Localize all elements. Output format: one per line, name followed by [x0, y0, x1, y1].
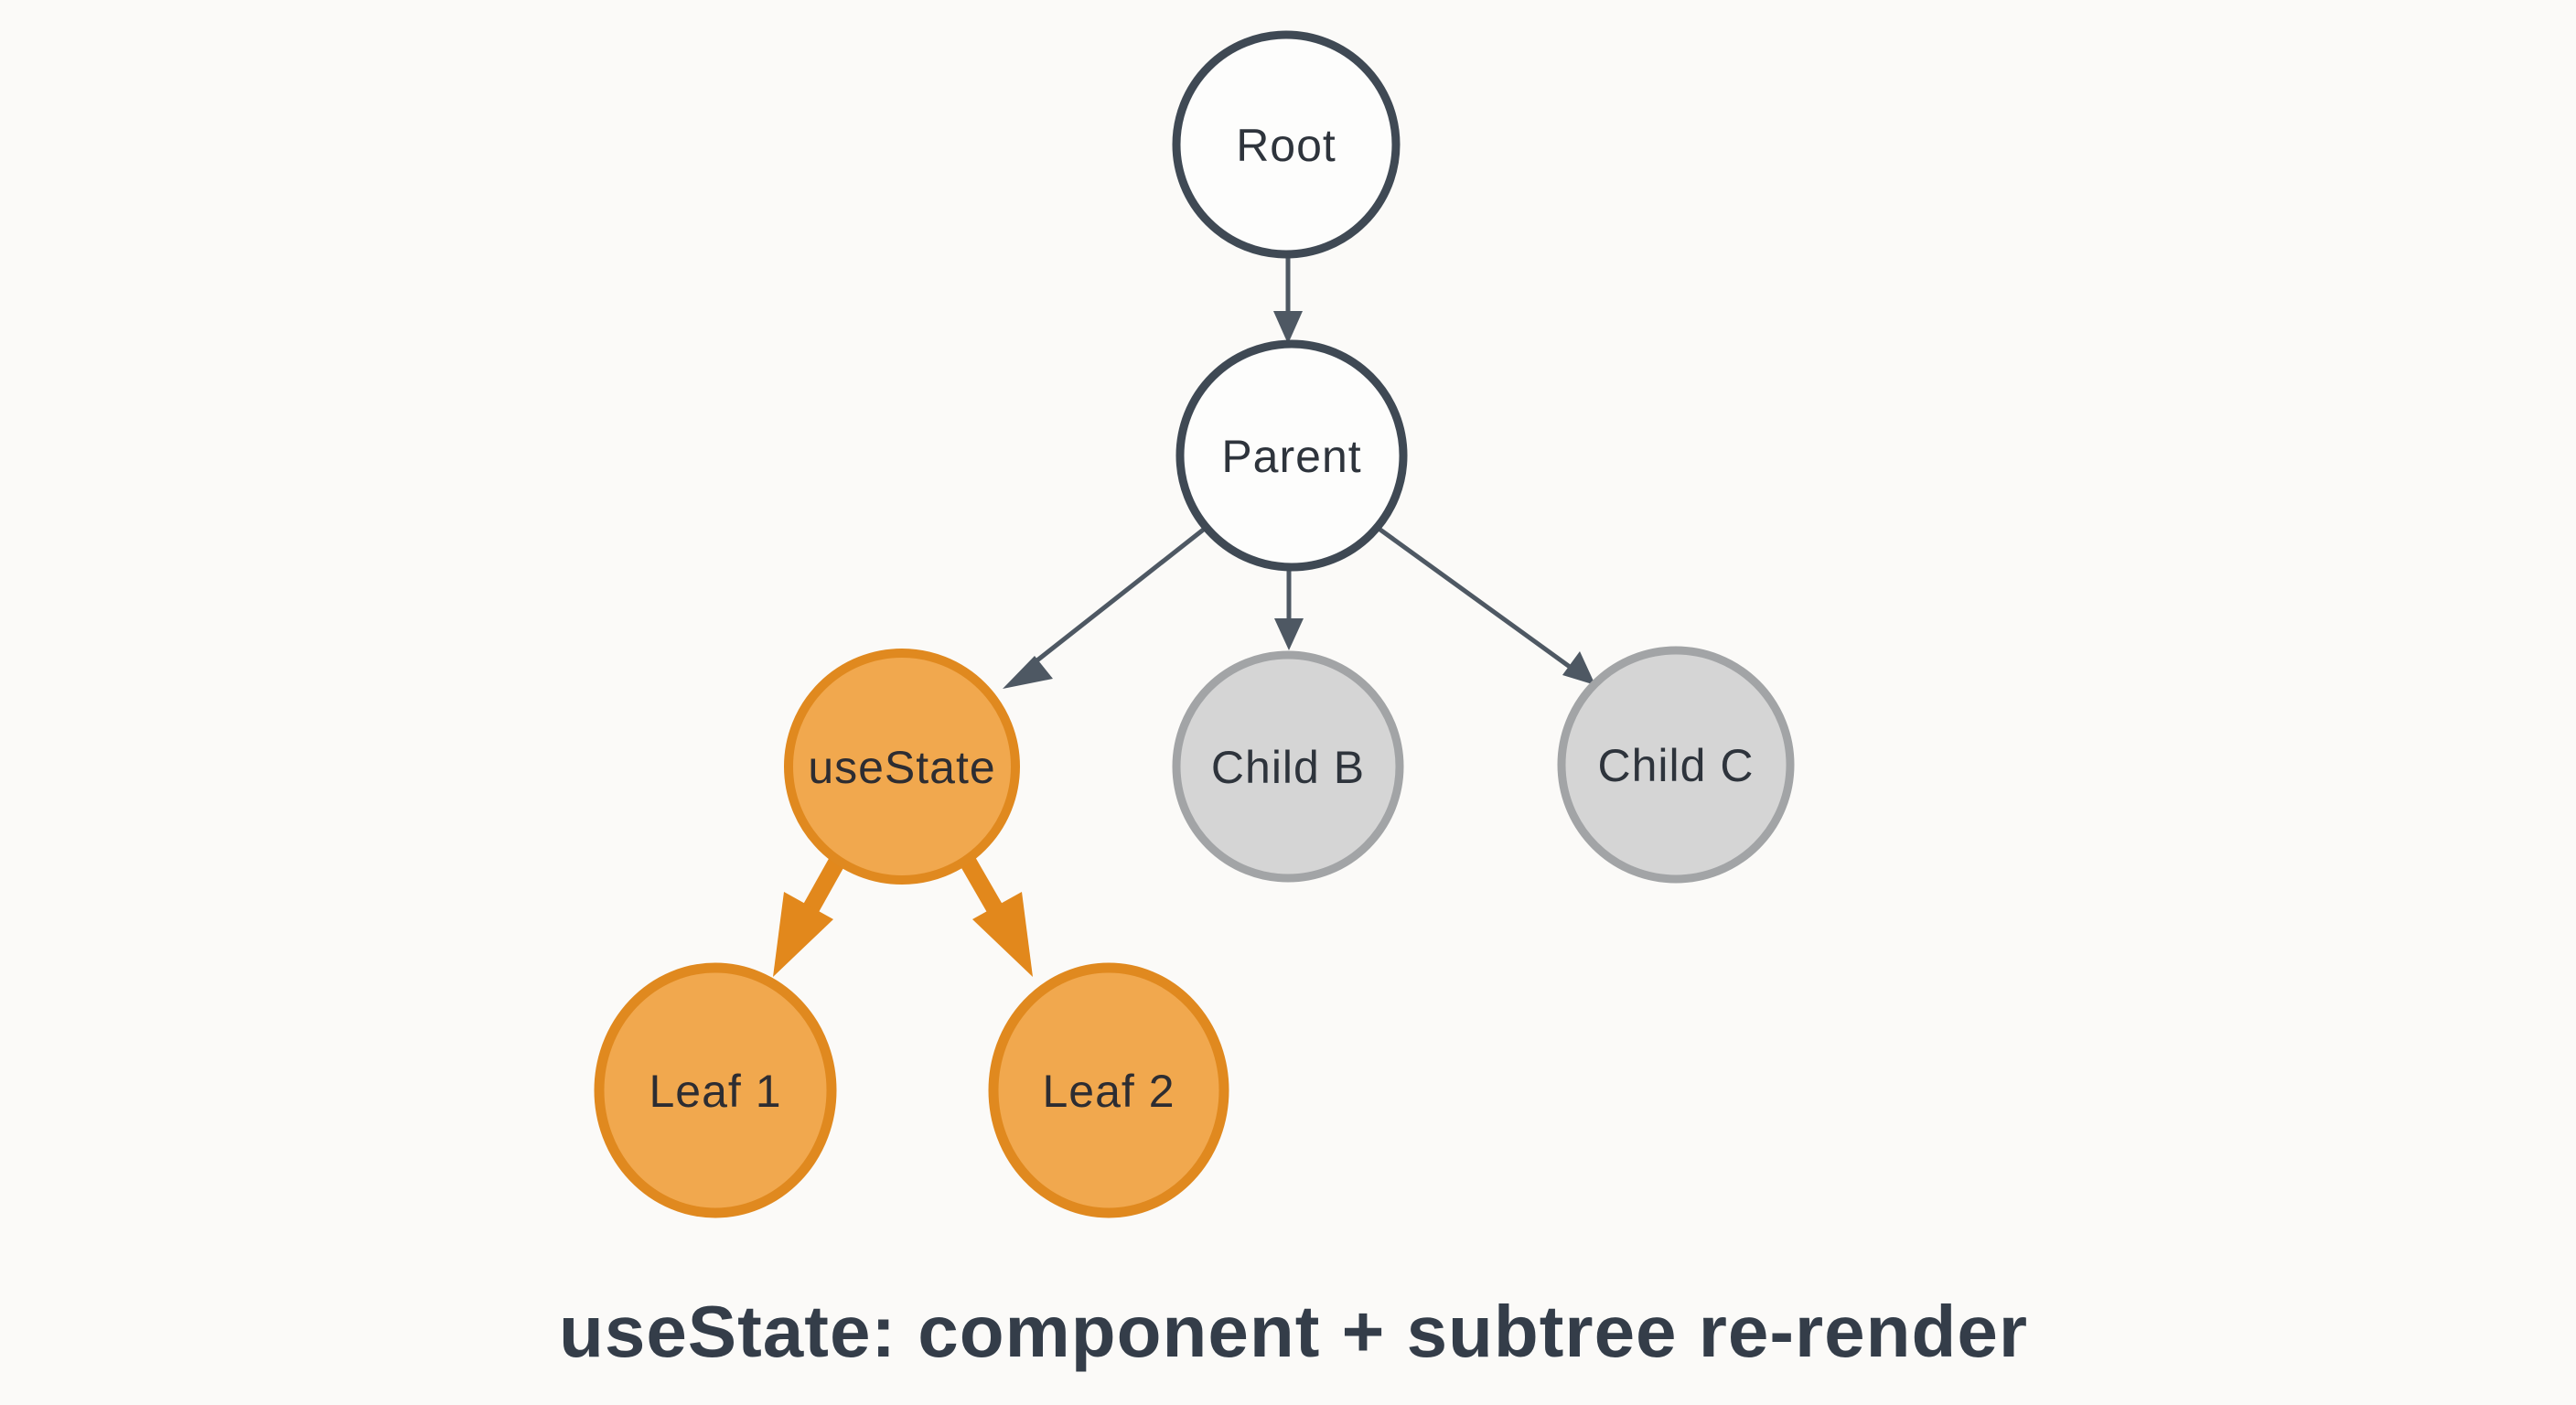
node-parent-label: Parent — [1221, 431, 1361, 482]
edge-usestate-leaf2 — [960, 857, 1033, 977]
node-child-b: Child B — [1172, 650, 1404, 883]
node-usestate-label: useState — [808, 742, 995, 793]
arrowhead-icon — [1274, 618, 1304, 650]
node-leaf-1-label: Leaf 1 — [649, 1066, 781, 1117]
edge-parent-childb — [1274, 569, 1304, 650]
node-leaf-2-label: Leaf 2 — [1042, 1066, 1175, 1117]
node-leaf-1: Leaf 1 — [594, 962, 837, 1218]
node-child-c: Child C — [1557, 646, 1795, 884]
node-parent: Parent — [1175, 339, 1408, 572]
edge-parent-usestate — [1003, 526, 1208, 689]
node-root: Root — [1172, 30, 1401, 259]
edge-root-parent — [1273, 257, 1303, 344]
node-root-label: Root — [1236, 120, 1336, 171]
arrowhead-icon — [1562, 651, 1595, 685]
diagram-caption: useState: component + subtree re-render — [559, 1291, 2028, 1372]
edge-usestate-leaf1 — [773, 857, 845, 977]
arrowhead-icon — [1003, 656, 1053, 689]
node-leaf-2: Leaf 2 — [988, 962, 1229, 1218]
node-child-c-label: Child C — [1598, 740, 1755, 791]
arrowhead-icon — [1273, 311, 1303, 344]
arrowhead-icon — [773, 892, 833, 977]
arrowhead-icon — [972, 892, 1033, 977]
edge-parent-childc — [1376, 525, 1595, 685]
node-usestate: useState — [784, 649, 1020, 885]
node-child-b-label: Child B — [1211, 742, 1365, 793]
